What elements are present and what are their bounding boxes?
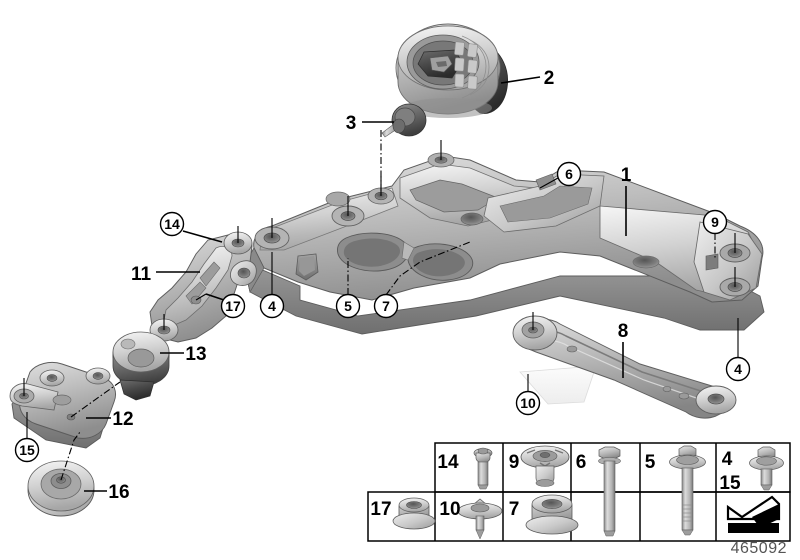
legend-num-14: 14 bbox=[437, 452, 459, 473]
legend-num-15: 15 bbox=[719, 473, 741, 494]
legend-item-14 bbox=[473, 447, 493, 490]
part-16-rubber-damper bbox=[27, 460, 95, 517]
bolt-insertion-lines bbox=[23, 140, 736, 396]
callout-3: 3 bbox=[346, 113, 357, 134]
callout-label: 14 bbox=[164, 216, 180, 232]
legend-num-4: 4 bbox=[722, 449, 733, 470]
callout-label: 9 bbox=[711, 214, 719, 230]
legend-item-5 bbox=[669, 445, 706, 536]
callout-label: 4 bbox=[734, 361, 742, 377]
part-1-transmission-crossmember bbox=[243, 152, 765, 335]
legend-num-6: 6 bbox=[576, 452, 587, 473]
callout-label: 4 bbox=[268, 298, 276, 314]
legend-item-17 bbox=[392, 497, 436, 530]
callout-ring bbox=[335, 293, 361, 319]
legend-num-9: 9 bbox=[509, 452, 520, 473]
callout-15-circled: 15 bbox=[14, 437, 40, 463]
legend-item-4 bbox=[749, 446, 784, 491]
callout-ring bbox=[373, 293, 399, 319]
callout-ring bbox=[159, 211, 185, 237]
callout-leaders bbox=[26, 76, 739, 492]
callout-ring bbox=[556, 161, 582, 187]
callout-14-circled: 14 bbox=[159, 211, 185, 237]
callout-13: 13 bbox=[185, 344, 206, 365]
callout-7-circled: 7 bbox=[373, 293, 399, 319]
callout-4-circled: 4 bbox=[259, 293, 285, 319]
callout-ring bbox=[259, 293, 285, 319]
callout-5-circled: 5 bbox=[335, 293, 361, 319]
part-11-gearbox-support-bracket bbox=[149, 231, 257, 343]
callout-16: 16 bbox=[108, 482, 129, 503]
legend-num-7: 7 bbox=[509, 499, 520, 520]
legend-item-7 bbox=[525, 494, 579, 535]
callout-4-circled: 4 bbox=[725, 356, 751, 382]
legend-item-6 bbox=[598, 446, 621, 537]
callout-6-circled: 6 bbox=[556, 161, 582, 187]
part-3-rubber-stop-bolt bbox=[381, 103, 427, 138]
callout-label: 16 bbox=[108, 482, 129, 503]
callout-1: 1 bbox=[621, 165, 632, 186]
callout-12: 12 bbox=[112, 409, 133, 430]
part-2-transmission-mount-bushing bbox=[395, 23, 509, 118]
callout-11: 11 bbox=[131, 264, 152, 285]
callout-ring bbox=[515, 390, 541, 416]
callout-label: 5 bbox=[344, 298, 352, 314]
callout-label: 2 bbox=[544, 68, 555, 89]
legend-num-17: 17 bbox=[370, 499, 391, 520]
callout-9-circled: 9 bbox=[702, 209, 728, 235]
part-12-mounting-plate bbox=[9, 361, 117, 449]
legend-item-10 bbox=[457, 498, 503, 540]
callout-label: 17 bbox=[225, 298, 241, 314]
part-number: 465092 bbox=[731, 540, 787, 557]
callout-label: 1 bbox=[621, 165, 632, 186]
callout-ring bbox=[14, 437, 40, 463]
legend-num-5: 5 bbox=[645, 452, 656, 473]
legend-num-10: 10 bbox=[439, 499, 460, 520]
callout-10-circled: 10 bbox=[515, 390, 541, 416]
callout-label: 13 bbox=[185, 344, 206, 365]
callout-8: 8 bbox=[618, 321, 629, 342]
callout-label: 15 bbox=[19, 442, 35, 458]
forward-arrow-icon bbox=[726, 495, 781, 533]
callout-17-circled: 17 bbox=[220, 293, 246, 319]
callout-label: 10 bbox=[520, 395, 536, 411]
callout-label: 12 bbox=[112, 409, 133, 430]
part-13-rubber-bushing bbox=[112, 331, 170, 401]
part-8-support-strut bbox=[512, 315, 737, 419]
callout-2: 2 bbox=[544, 68, 555, 89]
callout-label: 3 bbox=[346, 113, 357, 134]
callout-label: 11 bbox=[131, 264, 152, 285]
callout-label: 7 bbox=[382, 298, 390, 314]
legend-table: 14 9 6 5 4 15 17 10 7 bbox=[367, 442, 791, 542]
legend-item-9 bbox=[520, 445, 570, 487]
callout-ring bbox=[702, 209, 728, 235]
callout-label: 8 bbox=[618, 321, 629, 342]
callout-ring bbox=[220, 293, 246, 319]
callout-label: 6 bbox=[565, 166, 573, 182]
callout-ring bbox=[725, 356, 751, 382]
